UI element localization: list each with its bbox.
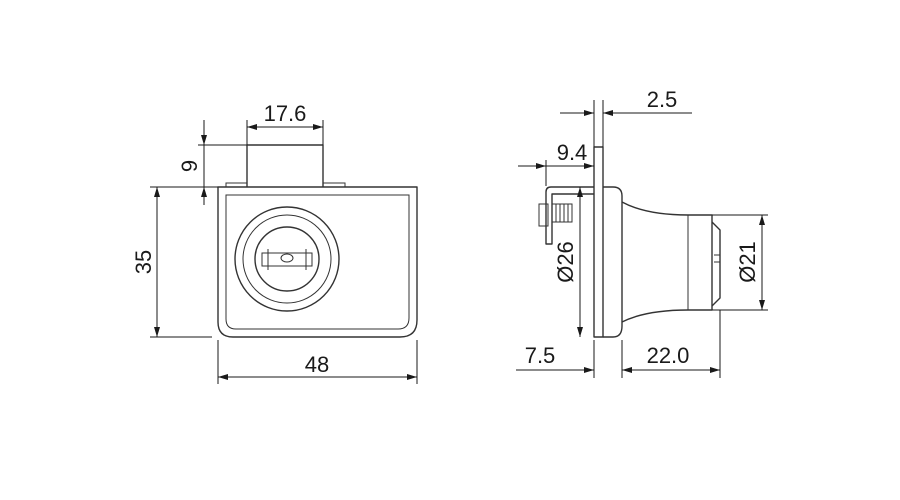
keyway [261,249,313,270]
knob-tip-detail [714,254,721,263]
dim-body-diameter: Ø26 [553,241,578,283]
lock-body-inner-edge [225,194,410,330]
front-view [217,144,418,338]
knob-flare [621,201,713,323]
screw-head [538,203,549,227]
dim-left-depth: 7.5 [525,343,556,368]
side-dimensions: 2.5 9.4 Ø26 Ø21 7.5 22.0 [516,87,768,378]
dim-knob-length: 22.0 [647,343,690,368]
lock-body-outline [217,186,418,338]
knob-tip [711,221,721,307]
dim-body-width: 48 [305,352,329,377]
cylinder-outer [234,206,340,312]
lock-body-ears [225,182,346,187]
bracket [545,186,594,245]
screw-body [551,203,573,223]
keyway-pin [280,253,294,263]
dim-knob-diameter: Ø21 [735,241,760,283]
screw-thread [555,204,569,222]
dim-body-height: 35 [131,250,156,274]
dim-bracket-depth: 9.4 [557,140,588,165]
thin-plate [593,146,604,338]
side-view [538,146,721,338]
lock-body-side [603,186,623,338]
dim-plate-thickness: 2.5 [647,87,678,112]
dim-key-width: 17.6 [264,101,307,126]
cylinder-inner [254,226,320,292]
cylinder-mid [242,214,332,304]
key-tab [246,144,324,187]
front-dimensions: 17.6 9 35 48 [131,101,418,384]
dim-key-height: 9 [177,160,202,172]
